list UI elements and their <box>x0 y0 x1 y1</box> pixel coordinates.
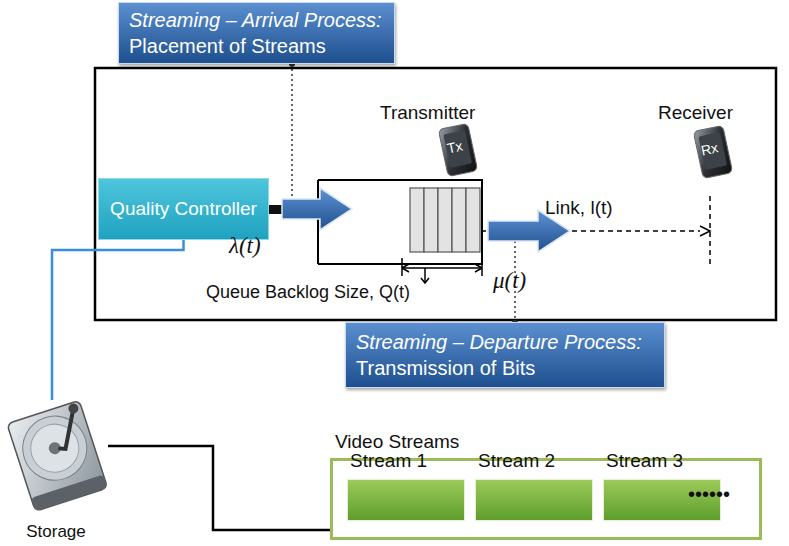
signal-label: μ(t) <box>493 268 526 294</box>
link-label: Link, l(t) <box>545 197 613 219</box>
leader-line <box>291 64 293 196</box>
tx-phone <box>438 123 477 176</box>
queue-outline <box>318 180 482 264</box>
node-text: Placement of Streams <box>129 33 326 59</box>
callout-box: Streaming – Departure Process:Transmissi… <box>345 322 665 388</box>
connector <box>108 446 330 530</box>
queue-outline <box>317 180 319 264</box>
signal-label: λ(t) <box>229 233 261 259</box>
node-text: Stream 2 <box>478 450 555 472</box>
system-frame <box>95 68 776 320</box>
node-text: Transmission of Bits <box>356 355 535 381</box>
hard-disk-icon <box>4 392 108 512</box>
node-text: Stream 1 <box>350 450 427 472</box>
stream-box: Stream 2 <box>475 479 593 521</box>
callout-heading: Streaming – Arrival Process: <box>129 7 382 33</box>
device-label: Receiver <box>658 102 733 124</box>
device-tag: Tx <box>446 138 465 157</box>
callout-heading: Streaming – Departure Process: <box>356 329 642 355</box>
ellipsis: •••••• <box>688 483 730 506</box>
device-label: Transmitter <box>380 102 475 124</box>
arrival-arrow <box>282 188 352 230</box>
node-text: Quality Controller <box>110 197 257 221</box>
node-text: Video Streams <box>335 431 459 453</box>
link-arrowhead <box>700 226 710 236</box>
queue-label: Queue Backlog Size, Q(t) <box>206 282 410 303</box>
callout-box: Streaming – Arrival Process:Placement of… <box>118 2 395 64</box>
backlog-bracket <box>402 258 482 283</box>
node-text: Stream 3 <box>606 450 683 472</box>
process-box: Quality Controller <box>98 178 269 240</box>
stream-box: Stream 1 <box>347 479 465 521</box>
storage-icon: Storage <box>4 392 108 542</box>
connector <box>52 240 184 400</box>
queue-cells <box>410 188 480 252</box>
device-tag: Rx <box>700 139 720 158</box>
link-line <box>572 230 700 232</box>
rx-phone <box>693 125 732 178</box>
link-line <box>482 230 486 232</box>
receiver-line <box>709 196 711 266</box>
node-text: Storage <box>26 522 86 542</box>
